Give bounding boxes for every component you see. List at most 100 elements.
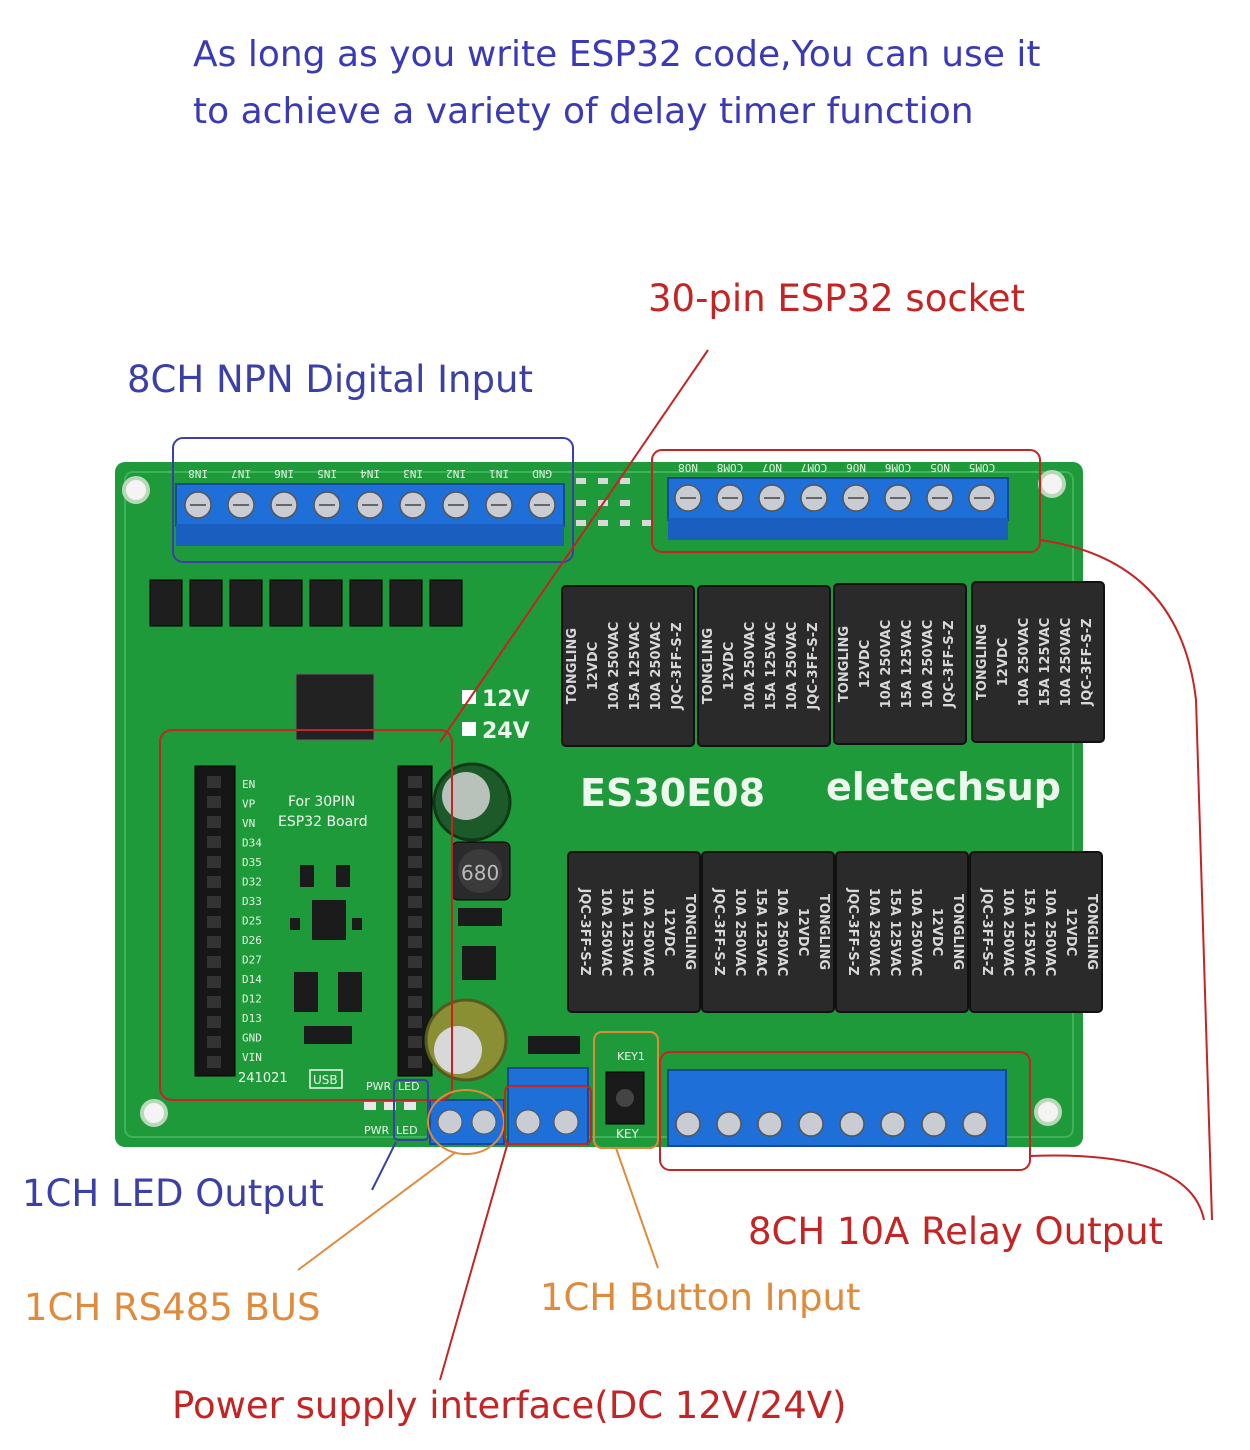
relay-terminal-label: NO8 (678, 461, 698, 474)
relay-marking: 10A 250VAC (908, 888, 923, 977)
relay-marking: 15A 125VAC (1038, 618, 1053, 707)
input-terminal-label: IN2 (446, 467, 466, 480)
relay-marking: 10A 250VAC (866, 888, 881, 977)
input-terminal-label: IN3 (403, 467, 423, 480)
relay-marking: 15A 125VAC (764, 622, 779, 711)
headline: As long as you write ESP32 code,You can … (193, 26, 1153, 140)
relay: TONGLING 12VDC 10A 250VAC 15A 125VAC 10A 250… (969, 851, 1103, 1013)
relay-marking: 15A 125VAC (1021, 888, 1036, 977)
input-terminal-label: IN7 (231, 467, 251, 480)
highlight-button (593, 1031, 659, 1149)
callout-button-input: 1CH Button Input (540, 1276, 861, 1319)
relay-terminal-label: COM7 (801, 461, 828, 474)
jumper-24v-pad (462, 722, 476, 736)
relay-marking: 15A 125VAC (753, 888, 768, 977)
esp32-pin-label: D13 (242, 1012, 262, 1025)
esp32-pin-label: D32 (242, 876, 262, 889)
relay-marking: 10A 250VAC (774, 888, 789, 977)
relay-marking: 12VDC (1063, 908, 1078, 956)
input-terminal-label: IN8 (188, 467, 208, 480)
esp32-right-header (397, 765, 433, 1077)
relay-bottom-screw (880, 1111, 906, 1137)
esp32-pin-label: VN (242, 817, 255, 830)
esp32-pin-label: D34 (242, 837, 262, 850)
relay-bottom-screw (921, 1111, 947, 1137)
esp32-pin-label: D33 (242, 895, 262, 908)
relay-marking: 12VDC (722, 642, 737, 690)
relay-terminal-block-bottom (667, 1069, 1007, 1147)
relay-terminal-label: NO5 (930, 461, 950, 474)
headline-line-1: As long as you write ESP32 code,You can … (193, 34, 1041, 75)
relay-marking: 12VDC (795, 908, 810, 956)
relay-terminal-label: COM8 (717, 461, 744, 474)
relay-bottom-screw (839, 1111, 865, 1137)
relay-bottom-screw (675, 1111, 701, 1137)
relay-marking: 10A 250VAC (879, 620, 894, 709)
relay-marking: JQC-3FF-S-Z (577, 887, 592, 975)
esp32-left-pin-labels: ENVPVND34D35D32D33D25D26D27D14D12D13GNDV… (242, 778, 262, 1064)
optocoupler (349, 579, 383, 627)
relay-marking: JQC-3FF-S-Z (942, 620, 957, 708)
highlight-relay-top (651, 449, 1041, 553)
relay-marking: 10A 250VAC (1017, 618, 1032, 707)
esp32-pin-label: EN (242, 778, 255, 791)
relay-marking: TONGLING (565, 628, 580, 704)
relay-marking: 15A 125VAC (619, 888, 634, 977)
key-silk: KEY (616, 1127, 639, 1141)
relay-marking: TONGLING (1084, 894, 1099, 970)
headline-line-2: to achieve a variety of delay timer func… (193, 91, 974, 132)
volt-24-label: 24V (482, 719, 530, 744)
input-terminal-label: IN5 (317, 467, 337, 480)
led-pwr-indicators: PWR LED PWR LED (364, 1080, 420, 1137)
esp32-pin-label: GND (242, 1032, 262, 1045)
relay-marking: TONGLING (950, 894, 965, 970)
led-silk-top: LED (398, 1080, 420, 1093)
date-code: 241021 (238, 1071, 288, 1086)
key1-silk: KEY1 (617, 1050, 645, 1063)
relay-bottom-screw (962, 1111, 988, 1137)
optocoupler (149, 579, 183, 627)
relay-marking: 10A 250VAC (640, 888, 655, 977)
relay-marking: 10A 250VAC (785, 622, 800, 711)
esp32-pin-label: D12 (242, 993, 262, 1006)
relay-marking: TONGLING (701, 628, 716, 704)
capacitor-bottom (424, 998, 508, 1082)
pcb-inner-line (124, 471, 1074, 1138)
relay-marking: 12VDC (996, 638, 1011, 686)
input-terminal-block (175, 483, 565, 546)
pwr-silk-top: PWR (366, 1080, 392, 1093)
highlight-led-output (393, 1079, 429, 1141)
relay-marking: 10A 250VAC (1000, 888, 1015, 977)
relay-marking: 12VDC (586, 642, 601, 690)
relay-marking: 10A 250VAC (1042, 888, 1057, 977)
callout-rs485: 1CH RS485 BUS (24, 1286, 321, 1329)
inductor-value: 680 (461, 861, 499, 885)
optocoupler (229, 579, 263, 627)
power-terminal (507, 1067, 589, 1145)
capacitor-top (432, 762, 512, 842)
relay-marking: 15A 125VAC (628, 622, 643, 711)
relay-bottom-screw (757, 1111, 783, 1137)
esp32-pin-label: D14 (242, 973, 262, 986)
relay-marking: 12VDC (858, 640, 873, 688)
relay-bottom-screw (716, 1111, 742, 1137)
relay-terminal-label: COM6 (885, 461, 912, 474)
input-terminal-label: GND (532, 467, 552, 480)
callout-power-supply: Power supply interface(DC 12V/24V) (172, 1384, 847, 1427)
optocoupler-row (149, 579, 463, 627)
optocoupler (189, 579, 223, 627)
optocoupler (389, 579, 423, 627)
relay-marking: JQC-3FF-S-Z (979, 887, 994, 975)
esp32-left-header (194, 765, 236, 1077)
esp32-pin-label: VIN (242, 1051, 262, 1064)
relay-marking: JQC-3FF-S-Z (711, 887, 726, 975)
optocoupler (309, 579, 343, 627)
smd-components (290, 865, 580, 1054)
relay-marking: 15A 125VAC (887, 888, 902, 977)
